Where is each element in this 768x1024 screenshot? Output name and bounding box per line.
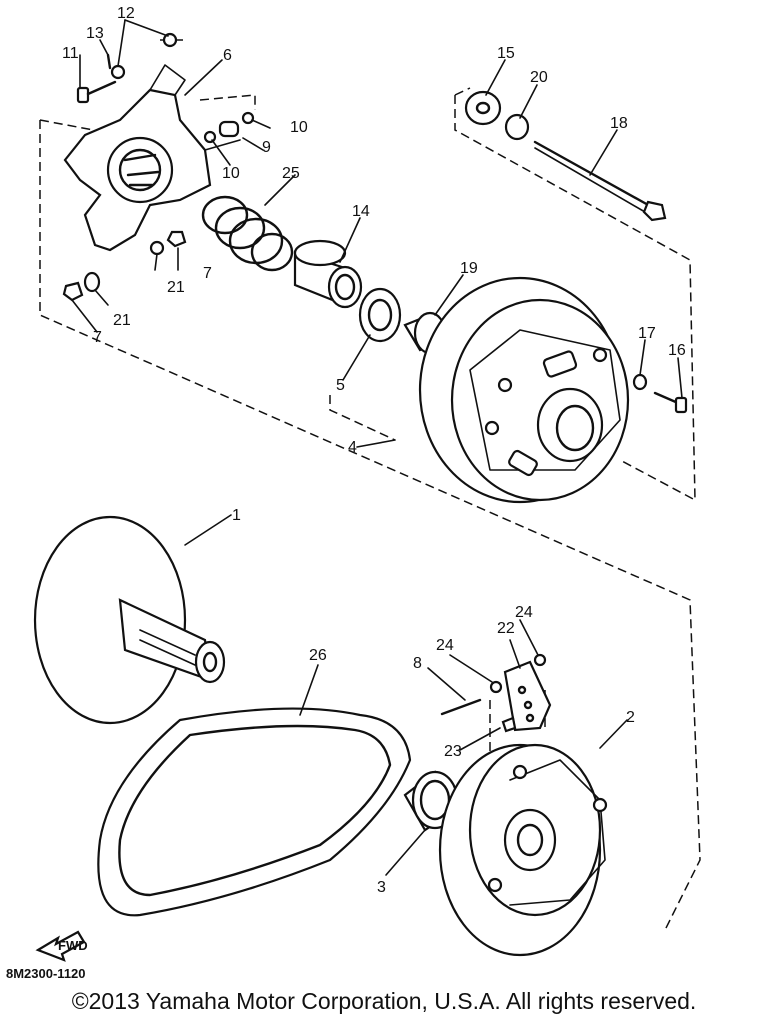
bolt-11-group (76, 32, 178, 104)
part-17-label: 17 (638, 325, 656, 342)
part-21-label: 21 (113, 312, 131, 329)
fixed-sheave-2-part (438, 743, 608, 957)
lock-washer-20 (504, 113, 530, 141)
nut-washer-lower (62, 271, 101, 302)
part-9-label: 9 (262, 139, 271, 156)
part-8-label: 8 (413, 655, 422, 672)
fwd-arrow-icon: FWD (35, 930, 88, 962)
part-10-label: 10 (290, 119, 308, 136)
part-26-label: 26 (309, 647, 327, 664)
drawing-code: 8M2300-1120 (6, 966, 86, 981)
part-13-label: 13 (86, 25, 104, 42)
fwd-label: FWD (58, 938, 88, 953)
washer-15 (464, 90, 502, 126)
part-3-label: 3 (377, 879, 386, 896)
washers-24 (489, 653, 547, 694)
bushing-3-part (403, 770, 459, 832)
spring-part (201, 195, 294, 272)
part-11-label: 11 (62, 45, 79, 62)
pin-8 (440, 698, 482, 716)
nut-washer-upper (149, 230, 187, 256)
part-15-label: 15 (497, 45, 515, 62)
part-7-label: 7 (203, 265, 212, 282)
v-belt-part (97, 707, 412, 917)
seal-part (358, 287, 402, 343)
movable-sheave-part (418, 276, 630, 504)
part-5-label: 5 (336, 377, 345, 394)
part-25-label: 25 (282, 165, 300, 182)
part-23-label: 23 (444, 743, 462, 760)
part-7-label: 7 (93, 329, 102, 346)
part-14-label: 14 (352, 203, 370, 220)
part-21-label: 21 (167, 279, 185, 296)
part-22-label: 22 (497, 620, 515, 637)
leader-lines (71, 19, 683, 876)
part-10-label: 10 (222, 165, 240, 182)
part-20-label: 20 (530, 69, 548, 86)
part-16-label: 16 (668, 342, 686, 359)
spider-part (63, 64, 255, 252)
fixed-sheave-1-part (33, 515, 226, 725)
sleeve-part (293, 239, 363, 309)
part-1-label: 1 (232, 507, 241, 524)
part-18-label: 18 (610, 115, 628, 132)
copyright-notice: ©2013 Yamaha Motor Corporation, U.S.A. A… (71, 988, 697, 1014)
part-labels: 1 2 3 4 5 6 7 7 8 9 10 10 11 12 13 14 15… (62, 5, 686, 896)
bolt-16-group (632, 373, 688, 414)
part-2-label: 2 (626, 709, 635, 726)
long-bolt-18 (533, 140, 667, 222)
part-19-label: 19 (460, 260, 478, 277)
part-24-label: 24 (436, 637, 454, 654)
screw-23 (501, 716, 517, 733)
part-6-label: 6 (223, 47, 232, 64)
part-4-label: 4 (348, 439, 357, 456)
part-24-label: 24 (515, 604, 533, 621)
part-12-label: 12 (117, 5, 135, 22)
